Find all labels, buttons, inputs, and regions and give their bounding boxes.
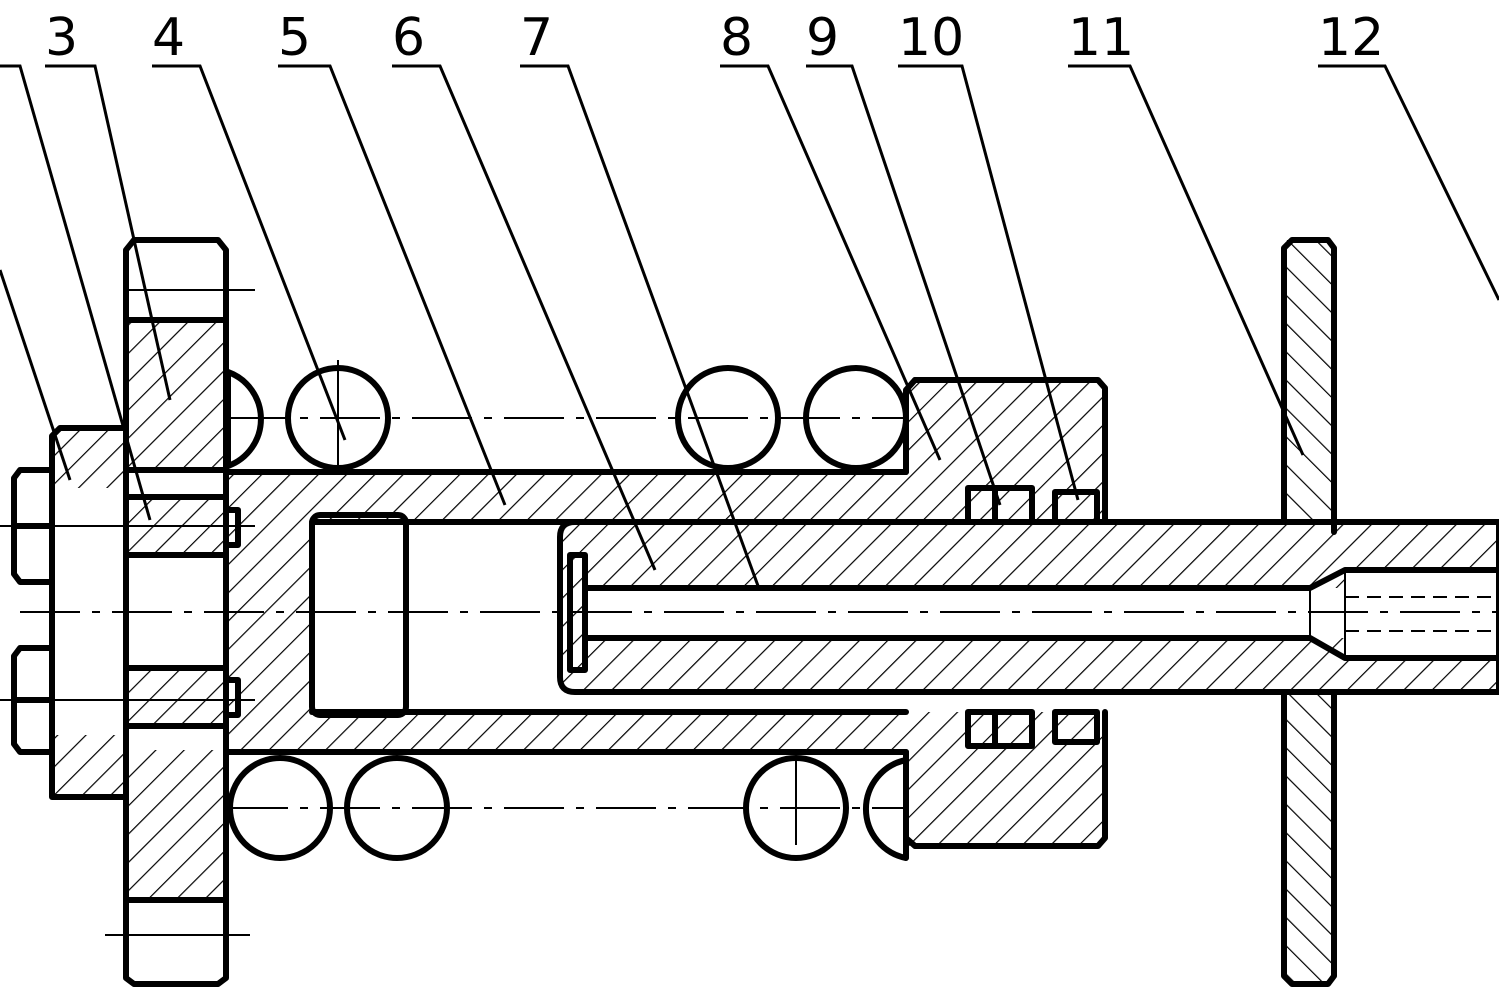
leader-line xyxy=(152,64,347,441)
leader-line xyxy=(520,64,767,606)
part-label-4: 4 xyxy=(152,8,185,68)
part-label-10: 10 xyxy=(898,8,964,68)
leader-line xyxy=(392,64,657,571)
part-label-7: 7 xyxy=(520,8,553,68)
leader-lines xyxy=(0,64,1499,606)
leader-line xyxy=(278,64,507,506)
part-label-6: 6 xyxy=(392,8,425,68)
part-label-3: 3 xyxy=(45,8,78,68)
part-labels: 3 4 5 6 7 8 9 10 11 12 xyxy=(45,8,1384,68)
leader-line xyxy=(720,64,942,461)
mounting-disc xyxy=(1281,237,1337,987)
part-label-5: 5 xyxy=(278,8,311,68)
part-label-11: 11 xyxy=(1068,8,1134,68)
leader-line xyxy=(1318,64,1499,301)
part-label-9: 9 xyxy=(806,8,839,68)
flange-plate xyxy=(105,237,255,987)
leader-line xyxy=(0,64,152,521)
piston xyxy=(309,512,409,718)
end-cap xyxy=(903,377,1108,849)
piston-rod xyxy=(557,519,1499,695)
leader-line xyxy=(806,64,1002,506)
leader-line xyxy=(898,64,1080,501)
part-label-8: 8 xyxy=(720,8,753,68)
leader-line xyxy=(45,64,172,401)
leader-line xyxy=(1068,64,1305,456)
part-label-12: 12 xyxy=(1318,8,1384,68)
spring xyxy=(225,360,909,861)
